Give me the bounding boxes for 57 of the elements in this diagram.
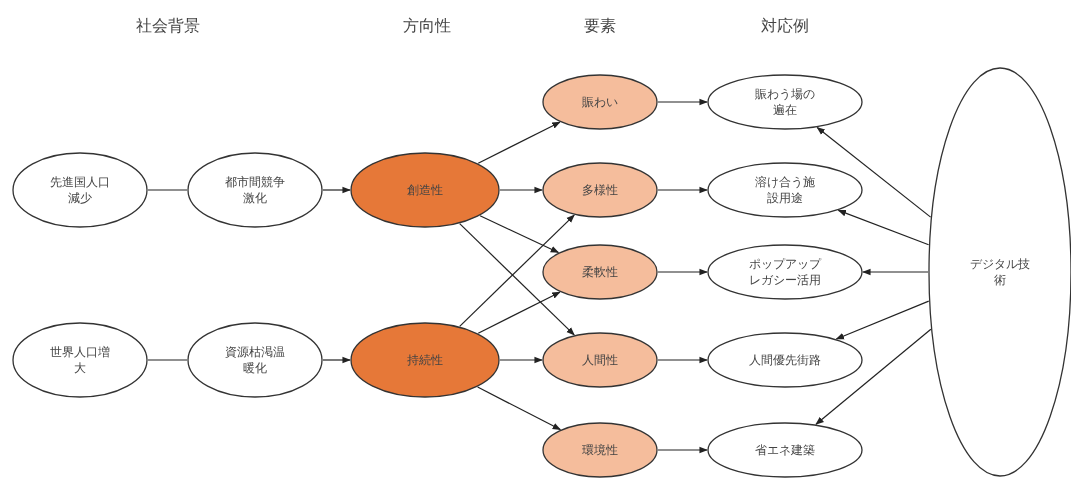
node-label: 省エネ建築 <box>754 441 816 459</box>
ellipse-node <box>707 74 863 130</box>
node-label: 持続性 <box>406 351 444 369</box>
arrow <box>862 268 929 276</box>
arrow <box>837 209 930 246</box>
arrow <box>479 215 560 254</box>
arrow <box>657 98 708 106</box>
ellipse-node <box>542 162 658 218</box>
node-label: 環境性 <box>581 441 619 459</box>
arrow <box>657 446 708 454</box>
arrow <box>322 356 351 364</box>
column-heading: 社会背景 <box>136 16 200 37</box>
arrow <box>657 186 708 194</box>
arrow <box>499 186 543 194</box>
arrow <box>815 328 932 425</box>
node-label: 創造性 <box>406 181 444 199</box>
node-label: 人間優先街路 <box>748 351 822 369</box>
ellipse-node <box>187 322 323 398</box>
column-heading: 方向性 <box>403 16 451 37</box>
ellipse-node <box>707 162 863 218</box>
connector-line <box>147 189 188 191</box>
connector-line <box>147 359 188 361</box>
ellipse-node <box>707 422 863 478</box>
node-label: 柔軟性 <box>581 263 619 281</box>
ellipse-node <box>542 332 658 388</box>
ellipse-node <box>542 244 658 300</box>
ellipse-node <box>12 152 148 228</box>
node-label: ポップアップレガシー活用 <box>748 255 823 289</box>
node-label: 人間性 <box>581 351 619 369</box>
ellipse-node <box>350 322 500 398</box>
node-label: デジタル技術 <box>970 255 1030 289</box>
node-label: 先進国人口減少 <box>49 173 111 207</box>
node-label: 資源枯渇温暖化 <box>225 343 285 377</box>
arrow <box>322 186 351 194</box>
ellipse-node <box>542 74 658 130</box>
ellipse-node <box>707 332 863 388</box>
arrow <box>499 356 543 364</box>
node-label: 世界人口増大 <box>50 343 110 377</box>
ellipse-node <box>350 152 500 228</box>
ellipse-node <box>707 244 863 300</box>
arrow <box>477 121 561 164</box>
node-label: 賑わい <box>581 93 619 111</box>
node-label: 多様性 <box>581 181 619 199</box>
ellipse-node <box>542 422 658 478</box>
arrow <box>835 300 930 340</box>
arrow <box>477 386 562 431</box>
arrow <box>477 291 561 334</box>
node-label: 賑わう場の遍在 <box>754 85 816 119</box>
column-heading: 対応例 <box>761 16 809 37</box>
node-label: 溶け合う施設用途 <box>754 173 816 207</box>
column-heading: 要素 <box>584 16 616 37</box>
arrow <box>657 356 708 364</box>
ellipse-node <box>12 322 148 398</box>
arrow <box>657 268 708 276</box>
ellipse-node <box>187 152 323 228</box>
arrow <box>816 126 932 218</box>
node-label: 都市間競争激化 <box>224 173 286 207</box>
